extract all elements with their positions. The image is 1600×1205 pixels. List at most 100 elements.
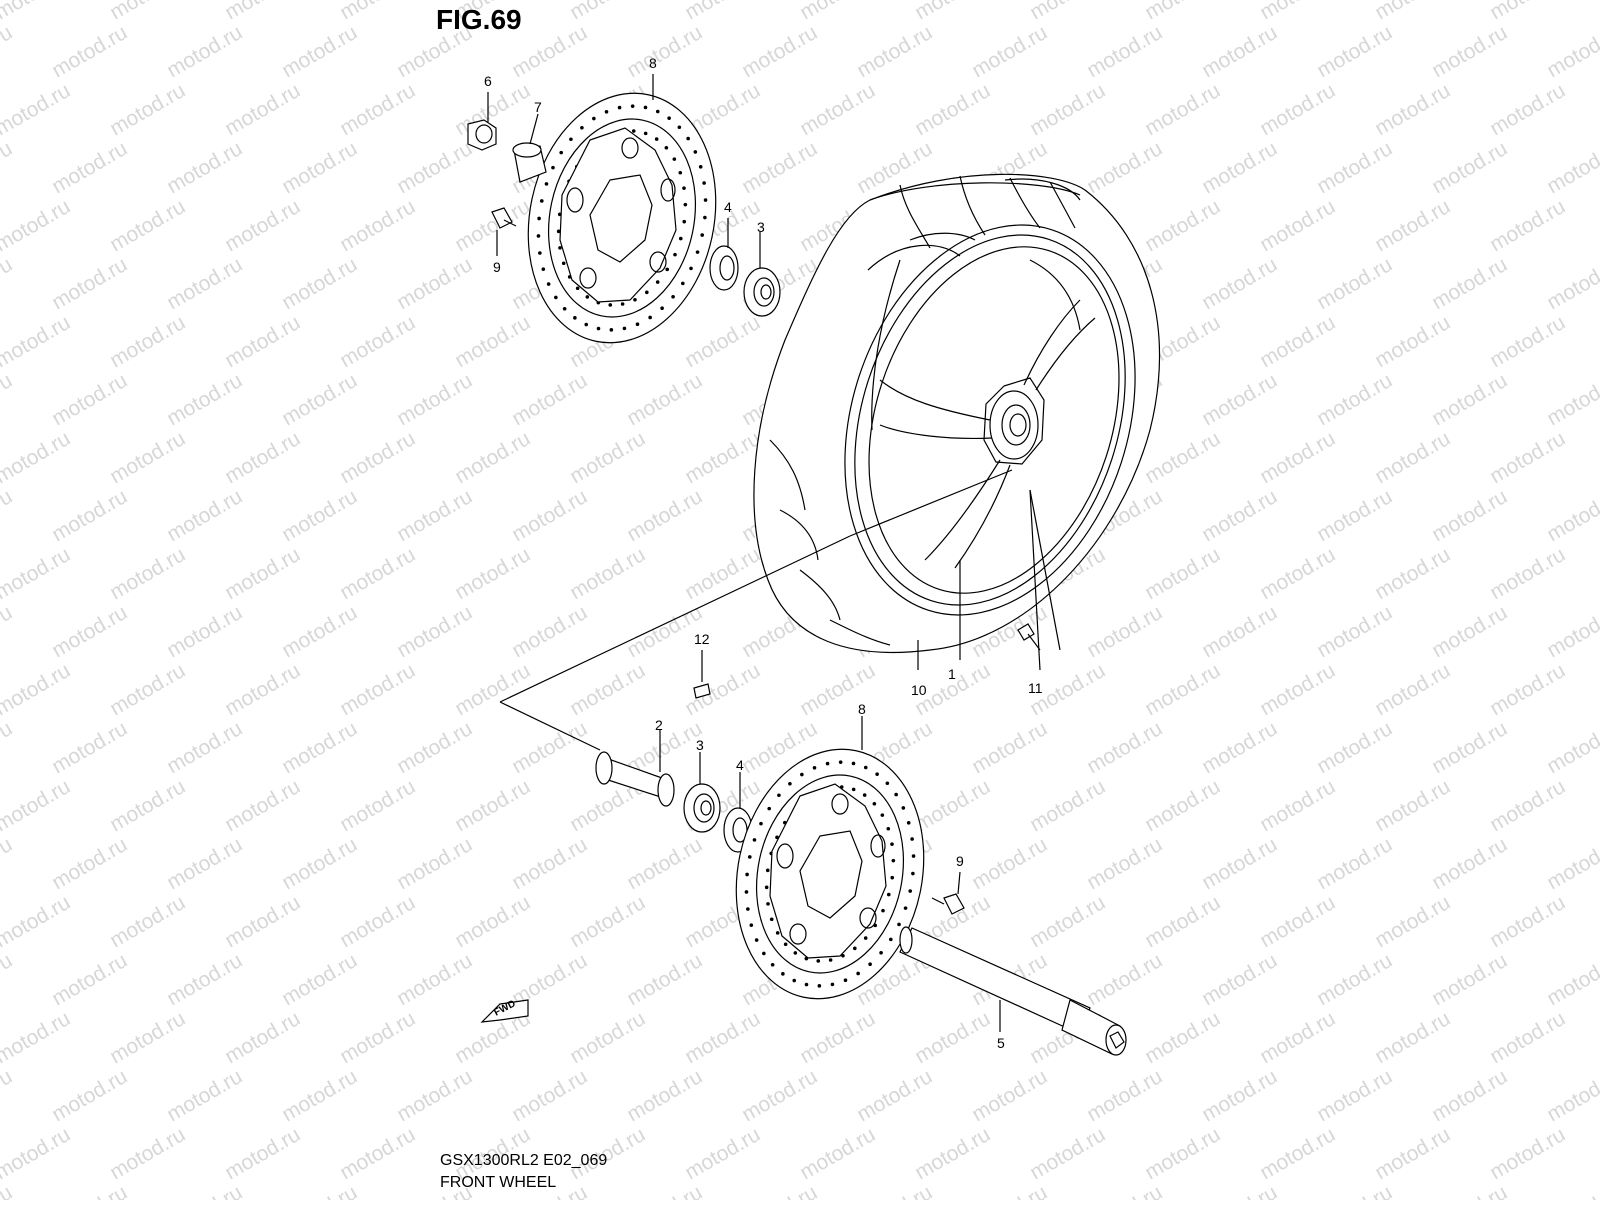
disc-perforation — [890, 842, 894, 846]
watermark-text: motod.ru — [1371, 195, 1454, 256]
watermark-text: motod.ru — [1083, 717, 1166, 778]
watermark-text: motod.ru — [336, 891, 419, 952]
disc-perforation — [575, 286, 580, 291]
model-code: GSX1300RL2 E02_069 — [440, 1152, 608, 1169]
disc-perforation — [541, 267, 546, 271]
watermark-text: motod.ru — [393, 717, 476, 778]
disc-perforation — [537, 216, 541, 221]
watermark-text: motod.ru — [221, 79, 304, 140]
balance-weight-part-12 — [693, 650, 711, 699]
disc-perforation — [903, 906, 908, 910]
watermark-text: motod.ru — [508, 833, 591, 894]
watermark-text: motod.ru — [1313, 369, 1396, 430]
disc-perforation — [546, 282, 551, 286]
watermark-text: motod.ru — [0, 195, 74, 256]
disc-perforation — [838, 760, 843, 764]
watermark-text: motod.ru — [1428, 137, 1511, 198]
watermark-text: motod.ru — [738, 1065, 821, 1126]
disc-perforation — [702, 181, 706, 185]
watermark-text: motod.ru — [451, 543, 534, 604]
watermark-text: motod.ru — [0, 369, 16, 430]
watermark-text: motod.ru — [1083, 949, 1166, 1010]
watermark-text: motod.ru — [1083, 137, 1166, 198]
watermark-text: motod.ru — [0, 1065, 16, 1126]
disc-perforation — [573, 316, 577, 320]
watermark-text: motod.ru — [0, 21, 16, 82]
disc-perforation — [777, 793, 781, 798]
watermark-text: motod.ru — [1371, 1007, 1454, 1068]
watermark-text: motod.ru — [508, 1065, 591, 1126]
watermark-text: motod.ru — [0, 1007, 74, 1068]
disc-perforation — [745, 872, 749, 877]
watermark-text: motod.ru — [566, 427, 649, 488]
watermark-text: motod.ru — [0, 775, 74, 836]
seal-part-4-upper — [709, 218, 739, 291]
disc-perforation — [817, 984, 822, 988]
watermark-text: motod.ru — [1486, 775, 1569, 836]
watermark-text: motod.ru — [0, 949, 16, 1010]
watermark-text: motod.ru — [0, 833, 16, 894]
watermark-text: motod.ru — [911, 79, 994, 140]
watermark-text: motod.ru — [1313, 21, 1396, 82]
watermark-text: motod.ru — [0, 717, 16, 778]
disc-perforation — [686, 136, 690, 141]
watermark-text: motod.ru — [738, 137, 821, 198]
disc-perforation — [863, 936, 868, 940]
disc-perforation — [766, 902, 770, 906]
watermark-text: motod.ru — [1083, 833, 1166, 894]
watermark-text: motod.ru — [48, 21, 131, 82]
watermark-text: motod.ru — [1371, 543, 1454, 604]
disc-perforation — [828, 958, 833, 962]
watermark-text: motod.ru — [393, 253, 476, 314]
watermark-text: motod.ru — [221, 1007, 304, 1068]
watermark-text: motod.ru — [393, 137, 476, 198]
disc-perforation — [759, 821, 763, 826]
disc-perforation — [804, 982, 809, 987]
disc-perforation — [536, 234, 541, 238]
disc-perforation — [559, 150, 564, 155]
watermark-text: motod.ru — [738, 21, 821, 82]
watermark-text: motod.ru — [1313, 1065, 1396, 1126]
disc-perforation — [569, 137, 573, 142]
callout-3-lower: 3 — [696, 737, 704, 753]
watermark-text: motod.ru — [1256, 79, 1339, 140]
watermark-text: motod.ru — [0, 137, 16, 198]
disc-perforation — [749, 923, 754, 927]
watermark-text: motod.ru — [163, 833, 246, 894]
watermark-text: motod.ru — [1198, 369, 1281, 430]
disc-perforation — [551, 165, 555, 170]
watermark-text: motod.ru — [278, 485, 361, 546]
watermark-text: motod.ru — [1428, 949, 1511, 1010]
disc-perforation — [886, 826, 891, 831]
disc-perforation — [655, 109, 660, 114]
watermark-text: motod.ru — [853, 1181, 936, 1200]
disc-perforation — [841, 953, 845, 958]
callout-4-upper: 4 — [724, 199, 732, 215]
watermark-text: motod.ru — [163, 485, 246, 546]
disc-perforation — [635, 322, 640, 327]
watermark-text: motod.ru — [221, 775, 304, 836]
disc-perforation — [655, 280, 660, 284]
watermark-text: motod.ru — [566, 543, 649, 604]
watermark-text: motod.ru — [1141, 1007, 1224, 1068]
watermark-text: motod.ru — [336, 1007, 419, 1068]
disc-perforation — [862, 793, 867, 797]
disc-perforation — [580, 125, 584, 130]
watermark-text: motod.ru — [163, 21, 246, 82]
watermark-text: motod.ru — [796, 79, 879, 140]
watermark-text: motod.ru — [1428, 21, 1511, 82]
disc-perforation — [695, 250, 700, 254]
disc-perforation — [752, 838, 757, 842]
watermark-text: motod.ru — [48, 717, 131, 778]
watermark-text: motod.ru — [738, 1181, 821, 1200]
disc-perforation — [881, 908, 885, 913]
disc-perforation — [689, 266, 693, 271]
watermark-text: motod.ru — [0, 1123, 74, 1184]
watermark-text: motod.ru — [221, 311, 304, 372]
brake-disc-upper — [527, 92, 717, 344]
watermark-text: motod.ru — [1486, 311, 1569, 372]
watermark-text: motod.ru — [106, 311, 189, 372]
disc-perforation — [703, 215, 707, 220]
disc-perforation — [872, 801, 877, 806]
watermark-text: motod.ru — [1428, 1065, 1511, 1126]
